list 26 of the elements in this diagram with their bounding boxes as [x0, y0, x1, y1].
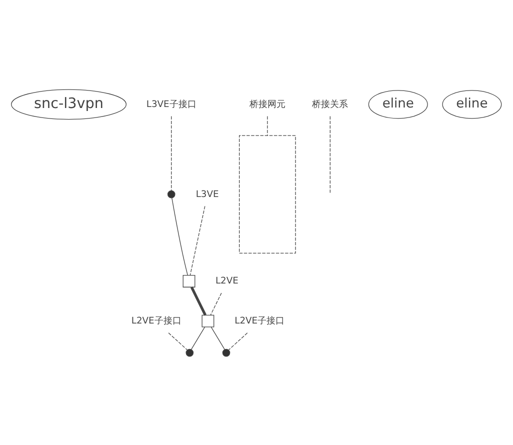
connector: [228, 332, 248, 350]
node-box: [182, 274, 196, 287]
connector: [210, 326, 225, 350]
connector: [267, 115, 268, 136]
node-circle: [222, 348, 230, 356]
connector: [210, 292, 222, 316]
node-ellipse: eline: [368, 90, 428, 118]
node-text: 桥接网元: [249, 99, 286, 110]
connector: [168, 332, 188, 350]
connector: [190, 205, 206, 276]
node-text: L2VE: [215, 276, 238, 286]
node-text: L3VE子接口: [146, 99, 196, 110]
node-ellipse: snc-l3vpn: [11, 88, 126, 120]
connector: [172, 197, 188, 276]
node-text: L2VE子接口: [234, 316, 285, 326]
node-box: [202, 314, 214, 327]
node-circle: [186, 348, 194, 356]
connector: [190, 286, 207, 316]
node-ellipse: eline: [442, 90, 502, 118]
node-text: 桥接关系: [312, 99, 348, 110]
connector: [171, 115, 172, 191]
node-text: L3VE: [196, 189, 219, 200]
node-text: L2VE子接口: [131, 316, 182, 326]
node-box: [239, 134, 296, 253]
node-circle: [167, 190, 176, 198]
connector: [190, 326, 206, 350]
